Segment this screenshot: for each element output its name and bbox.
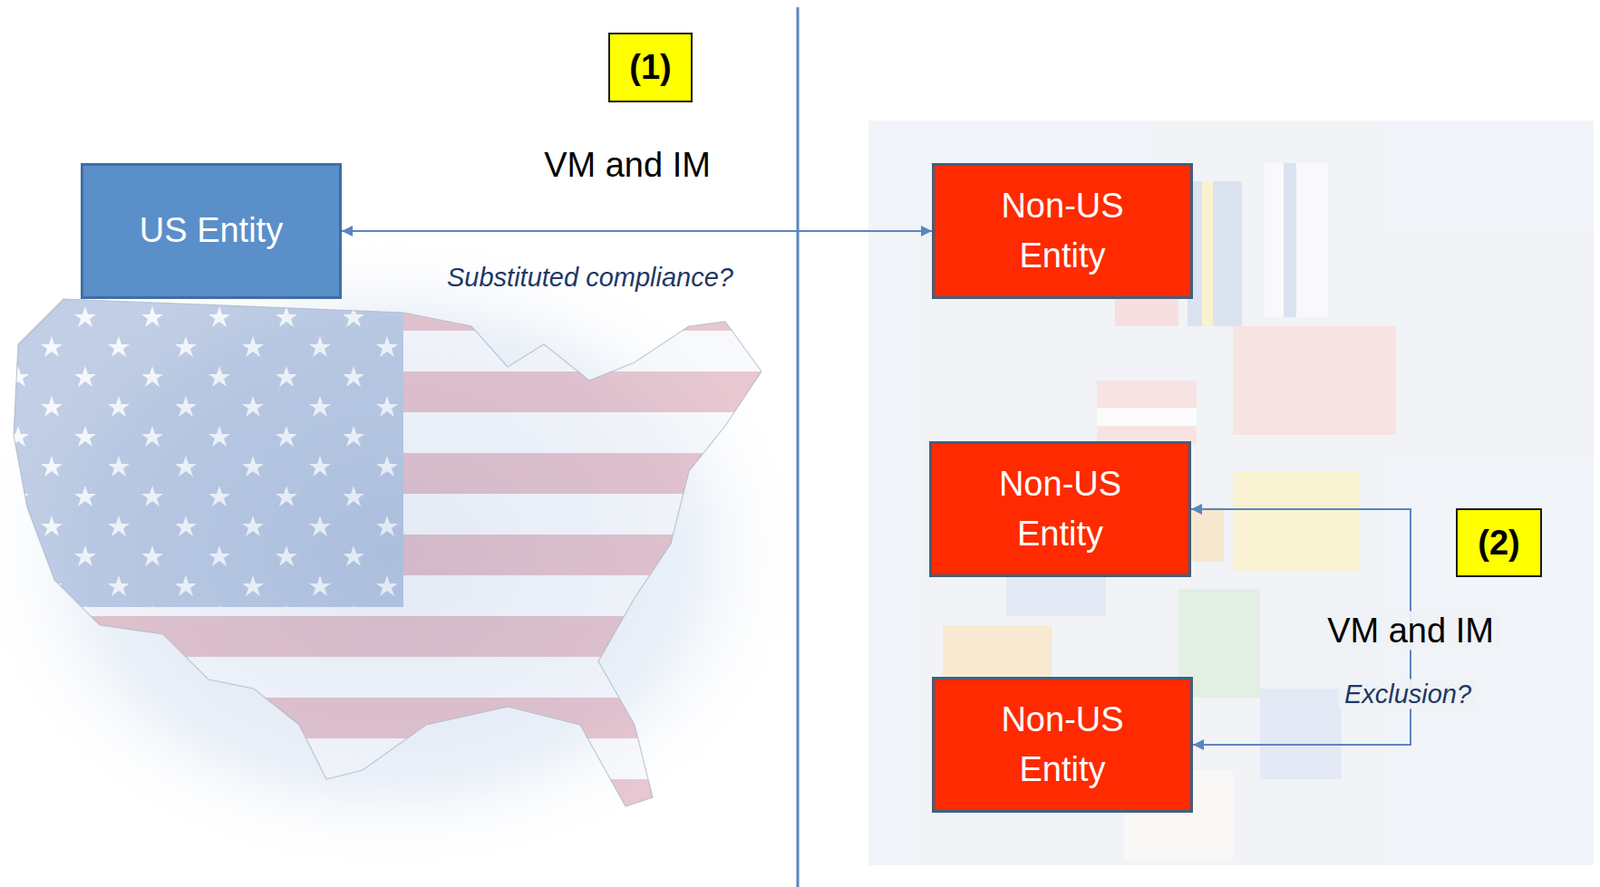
us-entity-box: US Entity — [80, 163, 342, 300]
callout-number: (1) — [608, 32, 693, 103]
callout-number: (2) — [1455, 508, 1542, 578]
flag-stripe — [0, 779, 771, 821]
node-text: Non-US Entity — [971, 181, 1154, 282]
node-text: Non-US Entity — [969, 459, 1152, 560]
node-text: (2) — [1477, 523, 1520, 563]
node-text: US Entity — [139, 205, 283, 256]
flag-stripe — [0, 616, 771, 658]
arrow-connector — [341, 230, 932, 233]
europe-flag-map — [868, 120, 1594, 866]
us-flag-map — [0, 290, 771, 821]
map-halo — [0, 226, 816, 880]
non-us-entity-box: Non-US Entity — [929, 441, 1192, 578]
node-text: (1) — [629, 48, 671, 88]
flag-stripe — [0, 698, 771, 739]
non-us-entity-box: Non-US Entity — [931, 163, 1193, 300]
edge-label: VM and IM — [543, 145, 711, 185]
question-note: Exclusion? — [1338, 679, 1477, 710]
node-text: Non-US Entity — [971, 695, 1154, 796]
divider-line — [796, 7, 800, 887]
non-us-entity-box: Non-US Entity — [931, 677, 1193, 814]
us-outline — [13, 299, 762, 807]
question-note: Substituted compliance? — [446, 262, 734, 293]
edge-label: VM and IM — [1321, 611, 1500, 651]
